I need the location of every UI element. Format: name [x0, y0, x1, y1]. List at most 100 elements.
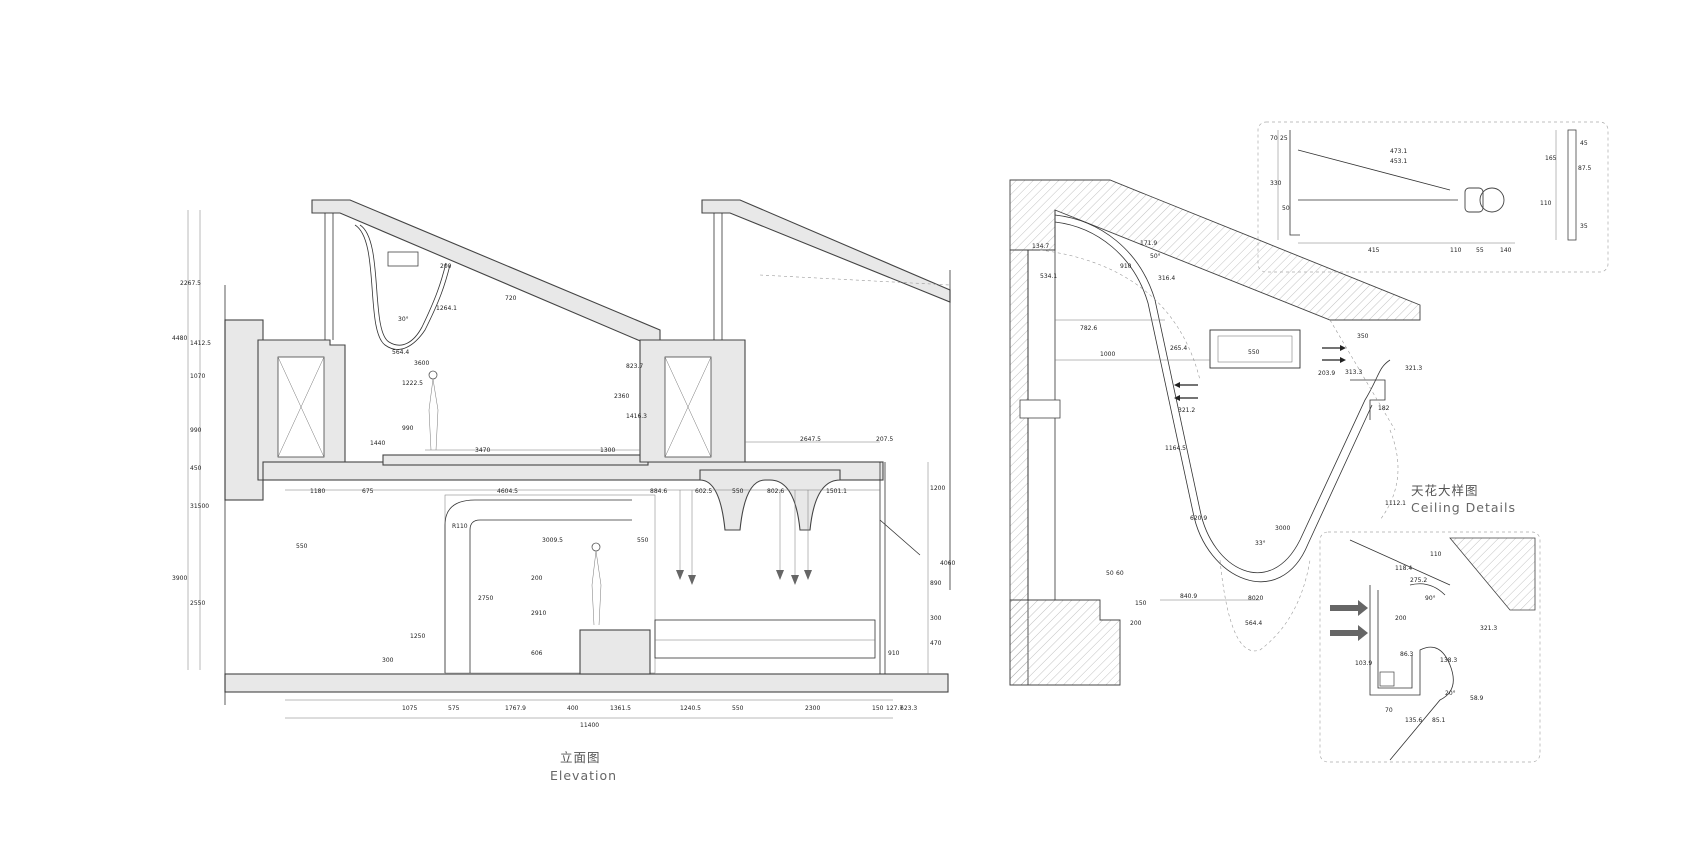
inset-profile: [1369, 585, 1454, 761]
elevation-title-en: Elevation: [550, 768, 617, 783]
dim-inner-5: 1250: [410, 633, 425, 640]
detail-inset-bottom: [1319, 531, 1541, 763]
cdim-9: 1164.5: [1165, 445, 1186, 452]
dim-attic-10: 1264.1: [436, 305, 457, 312]
dim-inner-4: 2910: [531, 610, 546, 617]
tdim-9: 110: [1540, 200, 1552, 207]
dim-attic-11: 200: [440, 263, 452, 270]
tdim-13: 35: [1580, 223, 1588, 230]
bulb-icon: [1479, 187, 1505, 213]
dim-left-1: 4480: [172, 335, 187, 342]
airflow-arrows: [1174, 345, 1346, 401]
dim-attic-7: 1416.3: [626, 413, 647, 420]
bdim-1: 118.4: [1395, 565, 1412, 572]
dim-left-5: 450: [190, 465, 202, 472]
dim-inner-0: 3009.5: [542, 537, 563, 544]
cdim-12: 3000: [1275, 525, 1290, 532]
dim-left-2: 1412.5: [190, 340, 211, 347]
bdim-7: 85.1: [1432, 717, 1446, 724]
cdim-2: 134.7: [1032, 243, 1049, 250]
dim-inner-2: R110: [452, 523, 468, 530]
hatched-roof: [1009, 179, 1421, 321]
bdim-6: 135.6: [1405, 717, 1422, 724]
counter: [654, 619, 876, 659]
dim-bottom-4: 1361.5: [610, 705, 631, 712]
dim-upper-1: 1300: [600, 447, 615, 454]
ceiling-title-cn: 天花大样图: [1411, 483, 1479, 498]
dim-left-3: 1070: [190, 373, 205, 380]
tdim-5: 140: [1500, 247, 1512, 254]
arrow-icon-1: [1330, 600, 1368, 616]
dim-bottom-total: 11400: [580, 722, 599, 729]
ceiling-section-drawing: [1009, 179, 1421, 686]
dim-upper-0: 3470: [475, 447, 490, 454]
dim-right-1: 4060: [940, 560, 955, 567]
dim-right-0: 1200: [930, 485, 945, 492]
cdim-6: 171.9: [1140, 240, 1157, 247]
dim-attic-5: 990: [402, 425, 414, 432]
attic-roof-right: [701, 199, 951, 303]
dim-right-4: 470: [930, 640, 942, 647]
tdim-11: 45: [1580, 140, 1588, 147]
cdim-7: 316.4: [1158, 275, 1175, 282]
dim-mid-1: 675: [362, 488, 374, 495]
cdim-26: 350: [1357, 333, 1369, 340]
bdim-10: 20°: [1445, 690, 1456, 697]
dim-inner-3: 2750: [478, 595, 493, 602]
dim-left-0: 2267.5: [180, 280, 201, 287]
dim-bottom-5: 1240.5: [680, 705, 701, 712]
dim-left-6: 3900: [172, 575, 187, 582]
cdim-10: 321.2: [1178, 407, 1195, 414]
dim-mid-6: 802.6: [767, 488, 784, 495]
dim-right-5: 910: [888, 650, 900, 657]
dim-bottom-9: 127.7: [886, 705, 903, 712]
dim-upper-2: 2647.5: [800, 436, 821, 443]
bdim-0: 110: [1430, 551, 1442, 558]
bdim-13: 200: [1395, 615, 1407, 622]
inset-frame-top: [1257, 121, 1609, 273]
tdim-12: 25: [1280, 135, 1288, 142]
dim-inner-7: 606: [531, 650, 543, 657]
cdim-25: 182: [1378, 405, 1390, 412]
bdim-11: 90°: [1425, 595, 1436, 602]
tdim-1: 453.1: [1390, 158, 1407, 165]
cdim-8: 265.4: [1170, 345, 1187, 352]
dim-bottom-7: 2300: [805, 705, 820, 712]
cdim-16: 8020: [1248, 595, 1263, 602]
dim-mid-5: 550: [732, 488, 744, 495]
dim-bottom-1: 575: [448, 705, 460, 712]
ceiling-title-en: Ceiling Details: [1411, 500, 1516, 515]
dim-left-8: 31500: [190, 503, 209, 510]
detail-top-dimensions: 473.1 453.1 415 110 55 140 165 330 50 11…: [1270, 135, 1592, 254]
cdim-23: 321.3: [1405, 365, 1422, 372]
ceiling-main-dimensions: 1000 782.6 134.7 534.1 550 910 171.9 316…: [1032, 240, 1422, 627]
inset-frame-bottom: [1319, 531, 1541, 763]
dim-inner-8: 200: [531, 575, 543, 582]
dim-mid-0: 1180: [310, 488, 325, 495]
dim-attic-6: 2360: [614, 393, 629, 400]
attic-curved-ceiling: [354, 224, 451, 350]
dim-mid-3: 884.6: [650, 488, 667, 495]
dim-inner-9: 550: [296, 543, 308, 550]
tdim-4: 55: [1476, 247, 1484, 254]
tdim-6: 165: [1545, 155, 1557, 162]
cdim-4: 550: [1248, 349, 1260, 356]
cdim-13: 33°: [1255, 540, 1266, 547]
dim-bottom-2: 1767.9: [505, 705, 526, 712]
dim-attic-8: 823.7: [626, 363, 643, 370]
cdim-3: 534.1: [1040, 273, 1057, 280]
pendant-lamps: [676, 490, 812, 585]
bdim-9: 321.3: [1480, 625, 1497, 632]
cdim-5: 910: [1120, 263, 1132, 270]
dim-attic-1: 30°: [398, 316, 409, 323]
dim-attic-9: 720: [505, 295, 517, 302]
left-wall: [224, 319, 264, 501]
cdim-22: 203.9: [1318, 370, 1335, 377]
dim-bottom-8: 150: [872, 705, 884, 712]
curved-ceiling-profile: [1054, 214, 1391, 573]
dim-inner-1: 550: [637, 537, 649, 544]
dim-left-7: 2550: [190, 600, 205, 607]
bdim-12: 275.2: [1410, 577, 1427, 584]
bdim-2: 86.3: [1400, 651, 1414, 658]
